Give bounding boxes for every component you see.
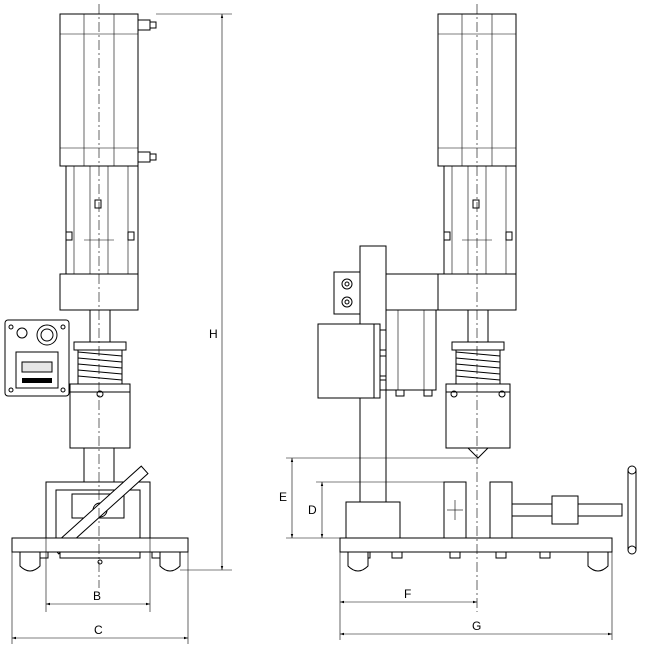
side-base: [339, 537, 613, 572]
dimension-e: E: [279, 457, 476, 539]
dimension-f-label: F: [404, 587, 411, 601]
dimension-b: B: [45, 538, 151, 612]
front-cylinder: [59, 13, 157, 345]
dimension-c: C: [11, 552, 189, 644]
dimension-f: F: [339, 552, 477, 640]
dimension-g: G: [340, 552, 613, 640]
front-base: [11, 537, 189, 572]
front-frame: [45, 447, 151, 555]
dimension-g-label: G: [472, 619, 481, 633]
side-spring: [445, 341, 511, 393]
dimension-c-label: C: [94, 623, 103, 637]
side-column: [333, 245, 439, 537]
dimension-d-label: D: [308, 503, 317, 517]
dimension-d: D: [308, 481, 444, 538]
side-die-head: [445, 390, 511, 459]
dimension-h: H: [156, 13, 232, 571]
side-view: E D F G: [279, 4, 637, 640]
side-control-box: [317, 323, 387, 399]
front-spring: [69, 341, 131, 393]
dimension-e-label: E: [279, 490, 287, 504]
dimension-b-label: B: [93, 589, 101, 603]
dimension-h-label: H: [209, 327, 218, 341]
front-control-box: [4, 319, 70, 397]
front-view: H B C: [4, 4, 232, 644]
